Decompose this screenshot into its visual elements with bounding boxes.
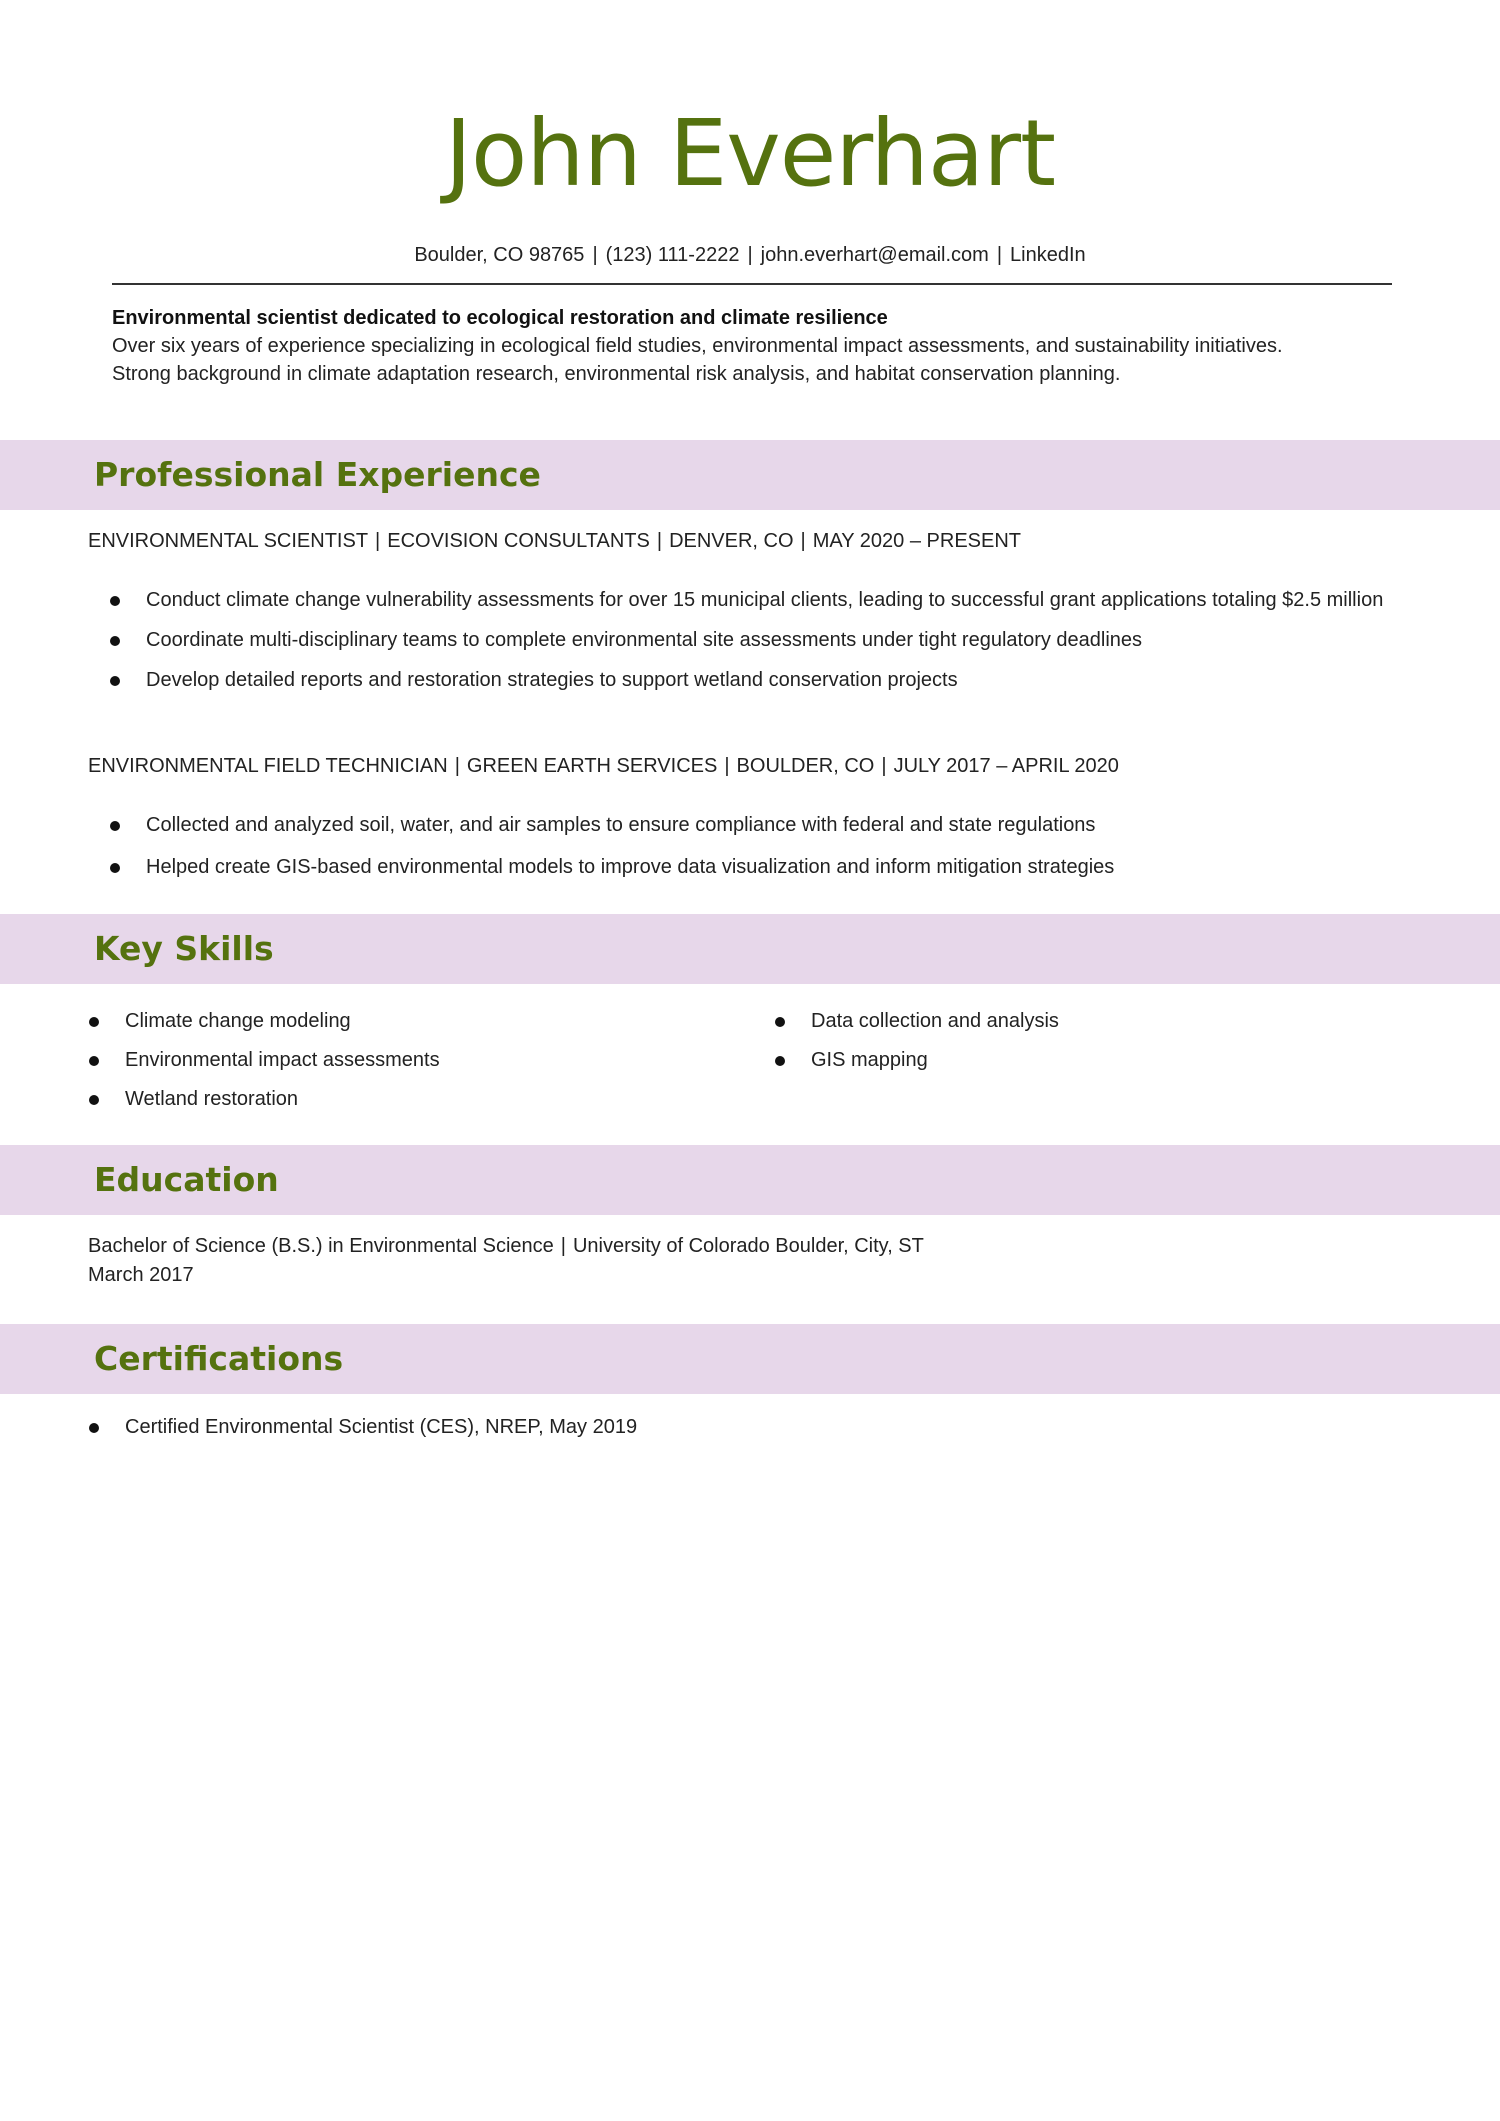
job-title-line: ENVIRONMENTAL FIELD TECHNICIAN | GREEN EAR… [88,755,1119,778]
bullet-text: Collected and analyzed soil, water, and … [146,814,1096,836]
job-separator: | [656,530,663,552]
contact-line: Boulder, CO 98765 | (123) 111-2222 | john.ev… [0,244,1500,267]
job-title-line: ENVIRONMENTAL SCIENTIST | ECOVISION CONSUL… [88,530,1021,553]
list-item: Collected and analyzed soil, water, and … [110,810,1415,840]
job-bullets: Collected and analyzed soil, water, and … [110,810,1415,882]
job-separator: | [375,530,381,552]
bullet-text: Helped create GIS-based environmental mo… [146,856,1115,878]
skill-text: Data collection and analysis [811,1010,1059,1032]
skill-text: Climate change modeling [125,1010,351,1032]
bullet-icon [775,1056,785,1066]
skills-section-header: Key Skills [0,914,1500,984]
job-location: DENVER, CO [669,530,794,552]
experience-section-header: Professional Experience [0,440,1500,510]
job-separator: | [800,530,806,552]
bullet-icon [89,1017,99,1027]
skill-text: Wetland restoration [125,1088,299,1110]
list-item: Conduct climate change vulnerability ass… [110,585,1415,615]
section-title: Certifications [94,1339,344,1378]
certifications-list: Certified Environmental Scientist (CES),… [89,1412,1389,1442]
skill-text: Environmental impact assessments [125,1049,440,1071]
job-separator: | [454,755,460,777]
candidate-name: John Everhart [444,100,1056,207]
job-dates: JULY 2017 – APRIL 2020 [893,755,1119,777]
contact-separator: | [592,244,598,266]
list-item: GIS mapping [775,1041,1415,1080]
bullet-icon [775,1017,785,1027]
list-item: Coordinate multi-disciplinary teams to c… [110,625,1415,655]
skills-list-right: Data collection and analysis GIS mapping [775,1002,1415,1080]
section-title: Key Skills [94,929,274,968]
contact-location: Boulder, CO 98765 [414,244,585,266]
list-item: Environmental impact assessments [89,1041,729,1080]
bullet-icon [89,1056,99,1066]
education-section-header: Education [0,1145,1500,1215]
job-dates: MAY 2020 – PRESENT [812,530,1021,552]
header-divider [112,283,1392,285]
contact-separator: | [996,244,1003,266]
bullet-icon [89,1095,99,1105]
job-title: ENVIRONMENTAL SCIENTIST [88,530,369,552]
list-item: Wetland restoration [89,1080,729,1119]
bullet-icon [110,636,120,646]
job-separator: | [881,755,887,777]
summary-section: Environmental scientist dedicated to eco… [112,304,1402,388]
list-item: Develop detailed reports and restoration… [110,665,1415,695]
skill-text: GIS mapping [811,1049,928,1071]
degree-line: Bachelor of Science (B.S.) in Environmen… [88,1232,924,1261]
degree-name: Bachelor of Science (B.S.) in Environmen… [88,1235,554,1257]
summary-line: Over six years of experience specializin… [112,335,1283,357]
school-name: University of Colorado Boulder, City, ST [572,1235,924,1257]
bullet-icon [110,863,120,873]
certification-text: Certified Environmental Scientist (CES),… [125,1416,638,1438]
job-title: ENVIRONMENTAL FIELD TECHNICIAN [88,755,448,777]
summary-line: Strong background in climate adaptation … [112,363,1121,385]
bullet-text: Coordinate multi-disciplinary teams to c… [146,629,1143,651]
bullet-text: Develop detailed reports and restoration… [146,669,958,691]
skills-list-left: Climate change modeling Environmental im… [89,1002,729,1119]
job-bullets: Conduct climate change vulnerability ass… [110,585,1415,695]
contact-phone: (123) 111-2222 [605,244,740,266]
section-title: Education [94,1160,279,1199]
bullet-icon [89,1423,99,1433]
bullet-icon [110,676,120,686]
summary-headline: Environmental scientist dedicated to eco… [112,307,888,329]
job-company: ECOVISION CONSULTANTS [387,530,650,552]
list-item: Climate change modeling [89,1002,729,1041]
degree-separator: | [560,1235,566,1257]
contact-separator: | [747,244,753,266]
job-separator: | [724,755,730,777]
contact-linkedin-link[interactable]: LinkedIn [1010,244,1086,266]
job-location: BOULDER, CO [736,755,875,777]
bullet-text: Conduct climate change vulnerability ass… [146,589,1384,611]
list-item: Data collection and analysis [775,1002,1415,1041]
graduation-date: March 2017 [88,1264,194,1286]
bullet-icon [110,821,120,831]
section-title: Professional Experience [94,455,541,494]
contact-email[interactable]: john.everhart@email.com [760,244,989,266]
certifications-section-header: Certifications [0,1324,1500,1394]
job-company: GREEN EARTH SERVICES [466,755,718,777]
education-entry: Bachelor of Science (B.S.) in Environmen… [88,1232,924,1290]
list-item: Helped create GIS-based environmental mo… [110,852,1415,882]
bullet-icon [110,596,120,606]
list-item: Certified Environmental Scientist (CES),… [89,1412,1389,1442]
